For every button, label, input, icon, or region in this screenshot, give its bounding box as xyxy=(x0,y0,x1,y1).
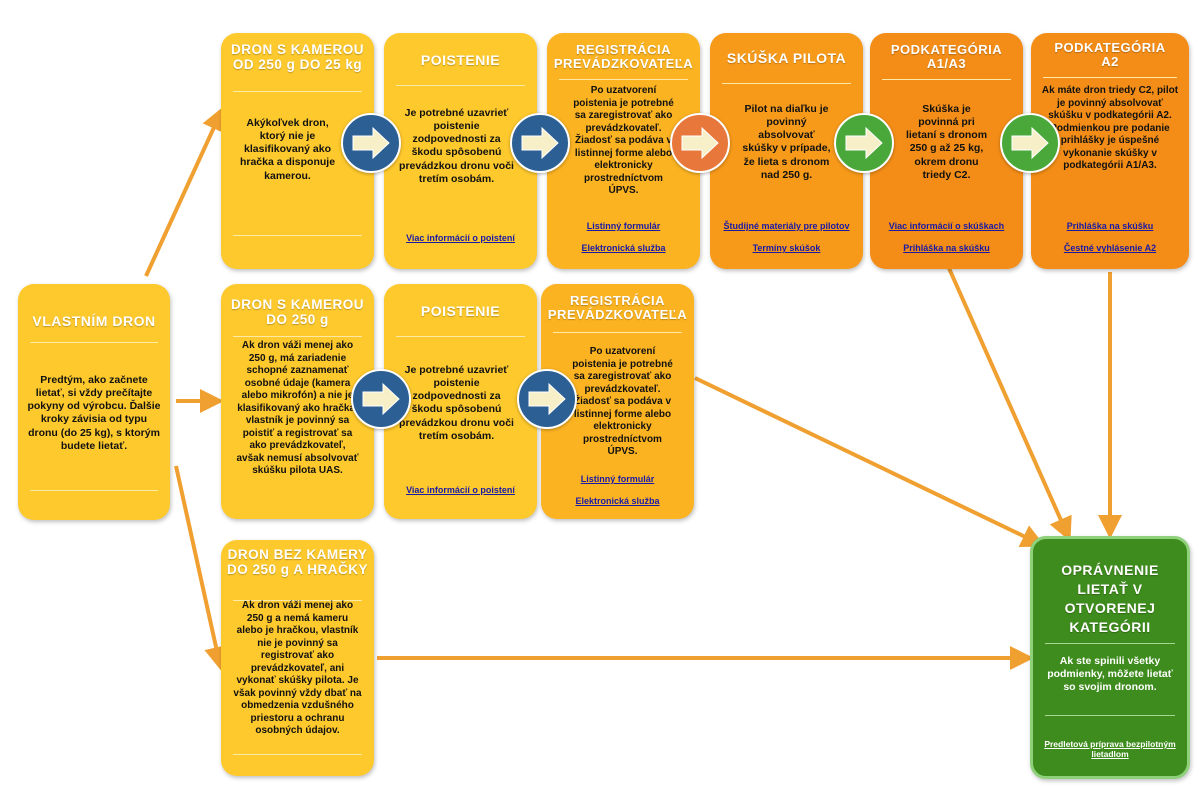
row2-registracia-separator xyxy=(553,332,682,333)
row3-dron-title: DRON BEZ KAMERY DO 250 g A HRAČKY xyxy=(226,547,369,577)
row1-a2-link2[interactable]: Čestné vyhlásenie A2 xyxy=(1063,243,1157,253)
row1-dron-title: DRON S KAMEROU OD 250 g DO 25 kg xyxy=(230,42,364,72)
row2-poistenie-separator xyxy=(396,336,525,337)
end-separator xyxy=(1045,643,1175,644)
row1-poistenie-separator xyxy=(396,85,525,86)
row2-poistenie-title: POISTENIE xyxy=(420,303,501,319)
arrow-right-icon xyxy=(670,113,730,173)
row1-poistenie-link[interactable]: Viac informácií o poistení xyxy=(406,233,515,243)
arrow-right-icon xyxy=(834,113,894,173)
end-body: Ak ste spinili všetky podmienky, môžete … xyxy=(1047,655,1173,694)
row2-dron-card: DRON S KAMEROU DO 250 g Ak dron váži men… xyxy=(221,284,374,519)
start-body: Predtým, ako začnete lietať, si vždy pre… xyxy=(27,374,161,452)
end-link[interactable]: Predletová príprava bezpilotným lietadlo… xyxy=(1044,739,1176,759)
arrow-right-icon xyxy=(510,113,570,173)
row1-skuska-separator xyxy=(722,83,851,84)
row1-registracia-title: REGISTRÁCIA PREVÁDZKOVATEĽA xyxy=(553,42,694,72)
row1-registracia-link2[interactable]: Elektronická služba xyxy=(581,243,666,253)
row2-dron-separator xyxy=(233,336,362,337)
row2-dron-title: DRON S KAMEROU DO 250 g xyxy=(230,297,364,327)
row1-skuska-title: SKÚŠKA PILOTA xyxy=(726,50,847,66)
row1-a2-title: PODKATEGÓRIA A2 xyxy=(1054,40,1166,70)
row2-dron-body: Ak dron váži menej ako 250 g, má zariade… xyxy=(236,340,359,476)
row1-a2-separator xyxy=(1043,77,1177,78)
row3-dron-body: Ak dron váži menej ako 250 g a nemá kame… xyxy=(233,600,362,736)
row1-registracia-body: Po uzatvorení poistenia je potrebné sa z… xyxy=(573,85,674,196)
row1-a2-body: Ak máte dron triedy C2, pilot je povinný… xyxy=(1041,85,1179,171)
end-title: OPRÁVNENIE LIETAŤ V OTVORENEJ KATEGÓRII xyxy=(1061,562,1159,635)
arrow-a1a3-to-end xyxy=(946,265,1072,542)
row1-a2-link1[interactable]: Prihláška na skúšku xyxy=(1066,221,1154,231)
row1-poistenie-title: POISTENIE xyxy=(420,52,501,68)
row1-skuska-link1[interactable]: Študijné materiály pre pilotov xyxy=(723,221,850,231)
row1-a1a3-title: PODKATEGÓRIA A1/A3 xyxy=(890,42,1003,72)
arrow-right-icon xyxy=(351,369,411,429)
row1-dron-separator-bottom xyxy=(233,235,362,236)
arrow-right-icon xyxy=(1000,113,1060,173)
row3-dron-separator-bottom xyxy=(233,754,362,755)
row1-dron-card: DRON S KAMEROU OD 250 g DO 25 kg Akýkoľv… xyxy=(221,33,374,269)
row1-registracia-link1[interactable]: Listinný formulár xyxy=(586,221,661,231)
arrow-start-to-row1 xyxy=(144,106,225,277)
row1-a1a3-body: Skúška je povinná pri lietaní s dronom 2… xyxy=(905,103,988,181)
row2-registracia-card: REGISTRÁCIA PREVÁDZKOVATEĽA Po uzatvoren… xyxy=(541,284,694,519)
end-card: OPRÁVNENIE LIETAŤ V OTVORENEJ KATEGÓRII … xyxy=(1030,536,1190,779)
row1-a1a3-link2[interactable]: Prihláška na skúšku xyxy=(903,243,990,253)
arrow-right-icon xyxy=(341,113,401,173)
row2-registracia-body: Po uzatvorení poistenia je potrebné sa z… xyxy=(572,346,673,457)
arrow-start-to-row3 xyxy=(174,465,228,671)
row1-a1a3-card: PODKATEGÓRIA A1/A3 Skúška je povinná pri… xyxy=(870,33,1023,269)
row2-registracia-title: REGISTRÁCIA PREVÁDZKOVATEĽA xyxy=(547,293,688,323)
row2-registracia-link2[interactable]: Elektronická služba xyxy=(575,496,660,506)
row3-dron-card: DRON BEZ KAMERY DO 250 g A HRAČKY Ak dro… xyxy=(221,540,374,776)
start-separator-bottom xyxy=(30,490,158,491)
start-title: VLASTNÍM DRON xyxy=(32,313,156,329)
row1-a1a3-separator xyxy=(882,79,1011,80)
row1-dron-body: Akýkoľvek dron, ktorý nie je klasifikova… xyxy=(239,117,336,182)
row2-poistenie-link[interactable]: Viac informácií o poistení xyxy=(406,485,515,495)
row1-a1a3-link1[interactable]: Viac informácií o skúškach xyxy=(888,221,1005,231)
end-separator-bottom xyxy=(1045,715,1175,716)
start-separator xyxy=(30,342,158,343)
row3-dron-separator xyxy=(233,600,362,601)
row1-poistenie-body: Je potrebné uzavrieť poistenie zodpovedn… xyxy=(399,107,514,185)
row1-skuska-link2[interactable]: Termíny skúšok xyxy=(752,243,821,253)
row2-registracia-link1[interactable]: Listinný formulár xyxy=(580,474,655,484)
start-card: VLASTNÍM DRON Predtým, ako začnete lieta… xyxy=(18,284,170,520)
row1-registracia-separator xyxy=(559,79,688,80)
arrow-row2-to-end xyxy=(694,376,1046,548)
row1-skuska-body: Pilot na diaľku je povinný absolvovať sk… xyxy=(742,103,831,181)
row1-dron-separator xyxy=(233,91,362,92)
arrow-right-icon xyxy=(517,369,577,429)
row2-poistenie-body: Je potrebné uzavrieť poistenie zodpovedn… xyxy=(399,364,514,442)
